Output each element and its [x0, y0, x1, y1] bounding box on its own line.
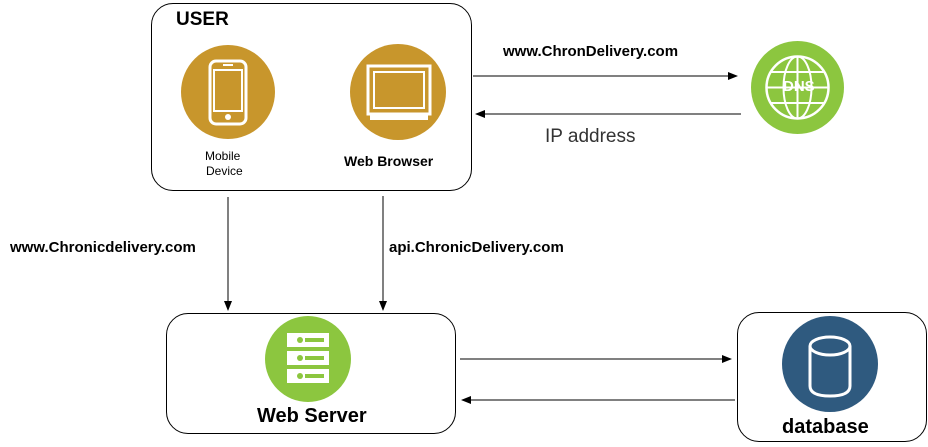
dns-icon-text: DNS	[783, 78, 815, 95]
mobile-device-label-line2: Device	[206, 164, 243, 178]
dns-globe-icon: DNS	[751, 41, 844, 134]
edge-label-chronicdelivery: www.Chronicdelivery.com	[10, 239, 196, 256]
web-server-label: Web Server	[257, 405, 367, 427]
web-browser-icon	[350, 44, 446, 140]
web-browser-label: Web Browser	[344, 153, 434, 169]
mobile-device-icon	[181, 45, 275, 139]
server-icon	[265, 316, 351, 402]
edge-label-api: api.ChronicDelivery.com	[389, 239, 564, 256]
mobile-device-label-line1: Mobile	[205, 149, 241, 163]
database-icon	[782, 316, 878, 412]
database-label: database	[782, 416, 869, 438]
edge-label-ip-address: IP address	[545, 126, 636, 147]
user-title: USER	[176, 9, 229, 30]
edge-label-to-dns: www.ChronDelivery.com	[503, 43, 679, 60]
